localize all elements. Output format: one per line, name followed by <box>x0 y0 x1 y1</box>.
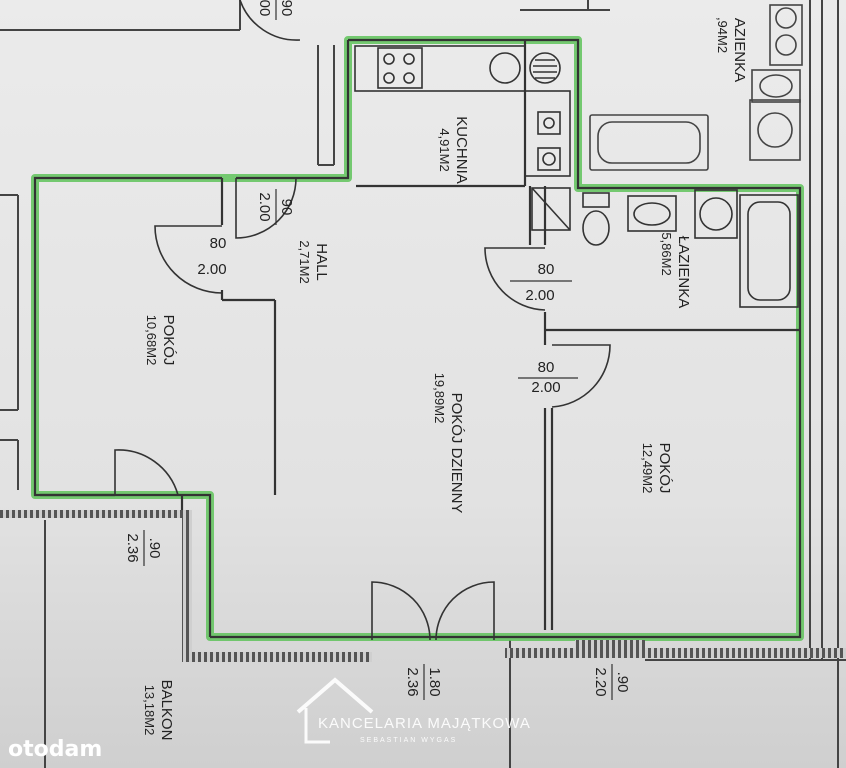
room-name-bedroom-right: POKÓJ <box>656 443 673 494</box>
agency-owner: SEBASTIAN WYGAS <box>360 737 457 744</box>
door-width-entrance: 90 <box>278 199 295 216</box>
balcony-walls <box>0 510 846 662</box>
door-width-bedroom-left: 80 <box>210 235 227 252</box>
neighbour-bathroom-fixtures <box>589 4 803 171</box>
room-name-bathroom: ŁAZIENKA <box>675 236 692 309</box>
door-height-balcony-double: 2.36 <box>404 667 421 696</box>
room-name-living-room: POKÓJ DZIENNY <box>448 393 465 514</box>
door-width-bathroom: 80 <box>538 261 555 278</box>
room-name-upper-bathroom: AZIENKA <box>731 18 748 82</box>
room-area-living-room: 19,89M2 <box>432 373 447 424</box>
room-area-bedroom-left: 10,68M2 <box>144 315 159 366</box>
door-width-bedroom-right: 80 <box>538 359 555 376</box>
room-area-hall: 2,71M2 <box>297 240 312 283</box>
room-area-bedroom-right: 12,49M2 <box>640 443 655 494</box>
agency-watermark: KANCELARIA MAJĄTKOWA SEBASTIAN WYGAS <box>296 677 531 744</box>
door-dimensions: 80 2.00 80 2.00 80 2.00 90 2.00 .90 2.36… <box>124 0 631 700</box>
room-area-balcony: 13,18M2 <box>142 685 157 736</box>
door-height-balcony-right: 2.20 <box>592 667 609 696</box>
door-width-balcony-left: .90 <box>146 538 163 559</box>
room-area-kitchen: 4,91M2 <box>437 128 452 171</box>
house-roof-icon <box>296 677 374 714</box>
room-area-bathroom: 5,86M2 <box>659 232 674 275</box>
room-name-balcony: BALKON <box>158 680 175 741</box>
room-name-hall: HALL <box>313 243 330 281</box>
door-height-bedroom-left: 2.00 <box>197 261 226 278</box>
door-height-entrance: 2.00 <box>256 192 273 221</box>
door-swings <box>114 0 611 641</box>
room-name-kitchen: KUCHNIA <box>453 116 470 184</box>
door-height-balcony-left: 2.36 <box>124 533 141 562</box>
door-width-upper: 90 <box>278 0 295 16</box>
door-width-balcony-right: .90 <box>614 672 631 693</box>
otodam-logo: otodam <box>8 737 102 762</box>
door-height-bathroom: 2.00 <box>525 287 554 304</box>
bathroom-fixtures <box>531 187 799 308</box>
door-height-bedroom-right: 2.00 <box>531 379 560 396</box>
door-width-balcony-double: 1.80 <box>426 667 443 696</box>
agency-name: KANCELARIA MAJĄTKOWA <box>318 715 531 732</box>
room-labels: KUCHNIA 4,91M2 HALL 2,71M2 POKÓJ 10,68M2… <box>142 17 748 741</box>
room-area-upper-bathroom: ,94M2 <box>715 17 730 53</box>
kitchen-fixtures <box>354 45 571 177</box>
room-name-bedroom-left: POKÓJ <box>160 315 177 366</box>
door-height-upper: 00 <box>256 0 273 16</box>
